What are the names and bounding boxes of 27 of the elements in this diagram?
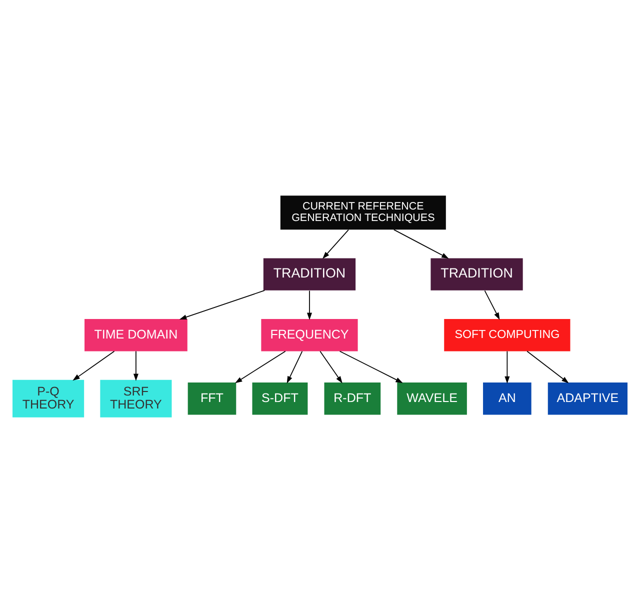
arrow xyxy=(179,290,266,320)
arrow xyxy=(286,350,303,384)
arrow xyxy=(306,290,312,320)
arrow xyxy=(393,229,449,259)
node-box: TIME DOMAIN xyxy=(84,319,188,352)
arrow xyxy=(504,350,510,384)
node-box: TRADITION xyxy=(263,258,356,290)
node-box: CURRENT REFERENCE GENERATION TECHNIQUES xyxy=(280,196,446,230)
arrow xyxy=(320,350,342,384)
node-box: ADAPTIVE xyxy=(548,382,628,415)
node-box: FFT xyxy=(188,382,236,415)
node-box: S-DFT xyxy=(252,382,308,415)
node-box: P-Q THEORY xyxy=(12,380,84,418)
arrow xyxy=(235,350,286,384)
arrow xyxy=(339,350,403,384)
arrow xyxy=(72,350,115,381)
node-box: R-DFT xyxy=(324,382,381,415)
node-box: SOFT COMPUTING xyxy=(444,319,570,352)
node-box: TRADITION xyxy=(430,258,523,290)
node-box: SRF THEORY xyxy=(100,380,172,418)
node-box: FREQUENCY xyxy=(261,319,358,352)
node-box: AN xyxy=(483,382,532,415)
arrow xyxy=(484,290,500,320)
arrow xyxy=(133,350,138,381)
node-box: WAVELE xyxy=(397,382,467,415)
arrow xyxy=(526,350,569,384)
arrow xyxy=(322,229,349,259)
